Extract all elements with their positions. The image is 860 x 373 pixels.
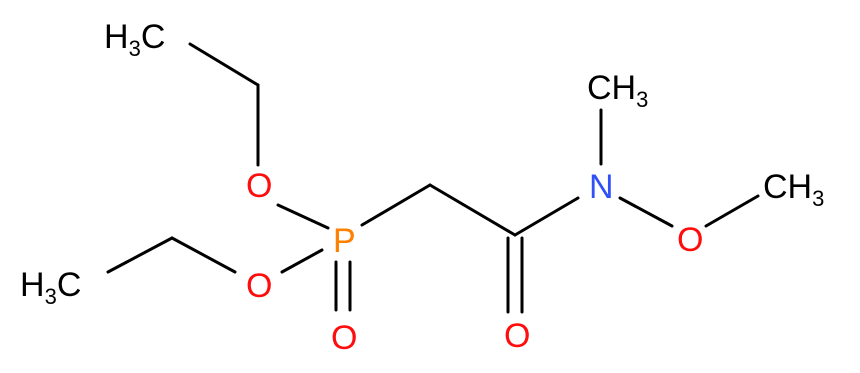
oxygen-top-label: O [246,167,272,205]
bonds [106,42,760,314]
bond-p-c5 [360,183,432,227]
methyl-top-label: H3C [104,18,165,61]
bond-o2-c3 [170,236,237,274]
n-methyl-label: CH3 [587,69,648,112]
oxygen-mid-label: O [246,267,272,305]
bond-n-o5 [618,196,674,228]
bond-c3-c4 [106,236,174,274]
bond-p-o2 [280,248,324,274]
nitrogen-label: N [589,168,614,206]
bond-c5-c6 [428,183,517,237]
oxygen-n-label: O [677,221,703,259]
oxygen-phosphoryl-label: O [331,319,357,357]
bond-o1-p [276,203,330,230]
oxygen-carbonyl-label: O [504,317,530,355]
methyl-left-label: H3C [20,266,81,309]
bond-c6-n [513,196,580,237]
phosphorus-label: P [333,222,356,260]
o-methyl-label: CH3 [763,168,824,211]
bond-o5-c8 [704,194,760,228]
bond-c1-c2 [188,42,260,87]
